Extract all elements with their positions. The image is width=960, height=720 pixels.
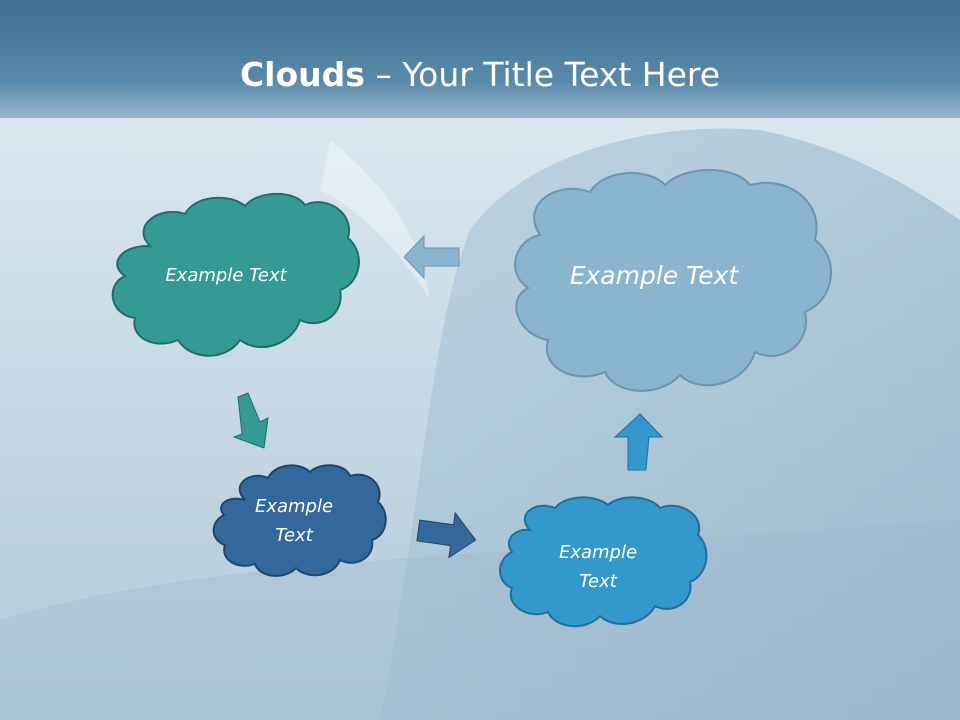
cloud-bright-blue: Example Text [499, 496, 708, 628]
cloud-light-blue-text-1: Example Text [570, 261, 740, 290]
title-bar [0, 0, 960, 118]
title-dash: – [364, 55, 403, 94]
cloud-dark-blue-text-1: Example [255, 496, 333, 517]
cloud-light-blue: Example Text [514, 169, 832, 392]
arrow-left-light-blue [403, 234, 460, 280]
cloud-bright-blue-text-2: Text [579, 571, 617, 592]
arrow-down-teal [232, 392, 269, 449]
arrow-right-dark-blue [416, 511, 477, 559]
title-bold: Clouds [239, 55, 365, 94]
cloud-dark-blue: Example Text [212, 464, 387, 577]
cloud-bright-blue-shape [499, 496, 708, 628]
cloud-teal: Example Text [111, 192, 360, 357]
title-rest: Your Title Text Here [402, 55, 721, 94]
arrow-up-bright-blue [613, 413, 664, 471]
cloud-dark-blue-shape [212, 464, 387, 577]
cloud-teal-shape [111, 192, 360, 357]
cloud-dark-blue-text-2: Text [275, 525, 313, 546]
cloud-light-blue-shape [514, 169, 832, 392]
slide-title: Clouds – Your Title Text Here [0, 55, 960, 94]
cloud-teal-text-1: Example Text [165, 265, 287, 286]
cloud-bright-blue-text-1: Example [559, 542, 637, 563]
